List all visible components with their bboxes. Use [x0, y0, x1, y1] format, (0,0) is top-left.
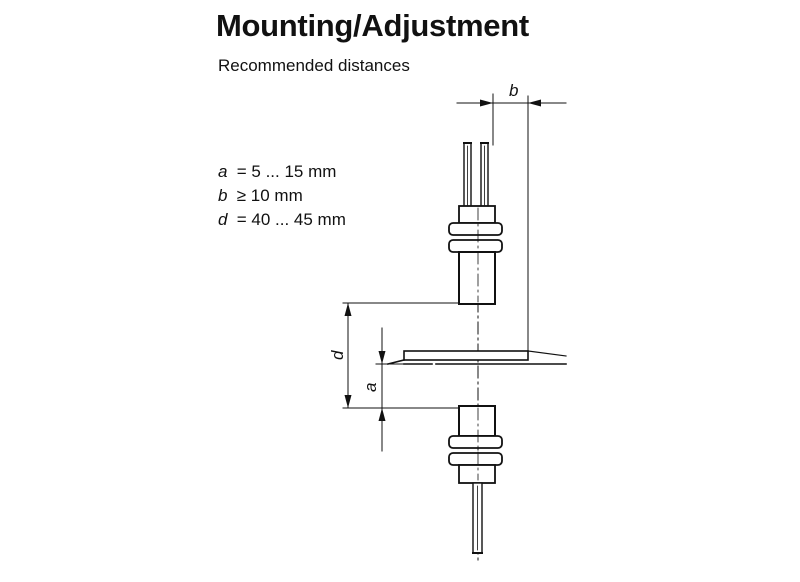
lower-sensor	[448, 405, 503, 554]
lower-sensor-nut-1	[448, 435, 503, 449]
label-d: d	[328, 350, 347, 360]
lower-sensor-body	[458, 405, 496, 437]
lower-sensor-collar	[458, 464, 496, 484]
legend-row-d: d = 40 ... 45 mm	[218, 208, 346, 232]
dimension-b: b	[456, 81, 567, 352]
dimension-d: d	[328, 302, 460, 409]
legend-row-a: a = 5 ... 15 mm	[218, 160, 346, 184]
upper-sensor-body	[458, 251, 496, 305]
upper-sensor-collar	[458, 205, 496, 224]
distance-legend: a = 5 ... 15 mm b ≥ 10 mm d = 40 ... 45 …	[218, 160, 346, 232]
legend-row-b: b ≥ 10 mm	[218, 184, 346, 208]
upper-sensor-wires	[463, 142, 489, 208]
label-b: b	[509, 81, 518, 100]
legend-value-b: ≥ 10 mm	[236, 186, 303, 205]
lower-sensor-nut-2	[448, 452, 503, 466]
legend-value-a: = 5 ... 15 mm	[236, 162, 337, 181]
upper-sensor-nut-1	[448, 222, 503, 236]
target-plate	[387, 350, 567, 365]
upper-sensor-nut-2	[448, 239, 503, 253]
legend-symbol-d: d	[218, 210, 228, 229]
lower-sensor-cable	[472, 482, 483, 554]
upper-sensor	[448, 142, 503, 305]
page-title: Mounting/Adjustment	[216, 8, 529, 43]
legend-symbol-b: b	[218, 186, 228, 205]
label-a: a	[361, 383, 380, 392]
page-subtitle: Recommended distances	[218, 56, 410, 75]
legend-value-d: = 40 ... 45 mm	[236, 210, 346, 229]
dimension-a: a	[361, 327, 405, 452]
legend-symbol-a: a	[218, 162, 228, 181]
